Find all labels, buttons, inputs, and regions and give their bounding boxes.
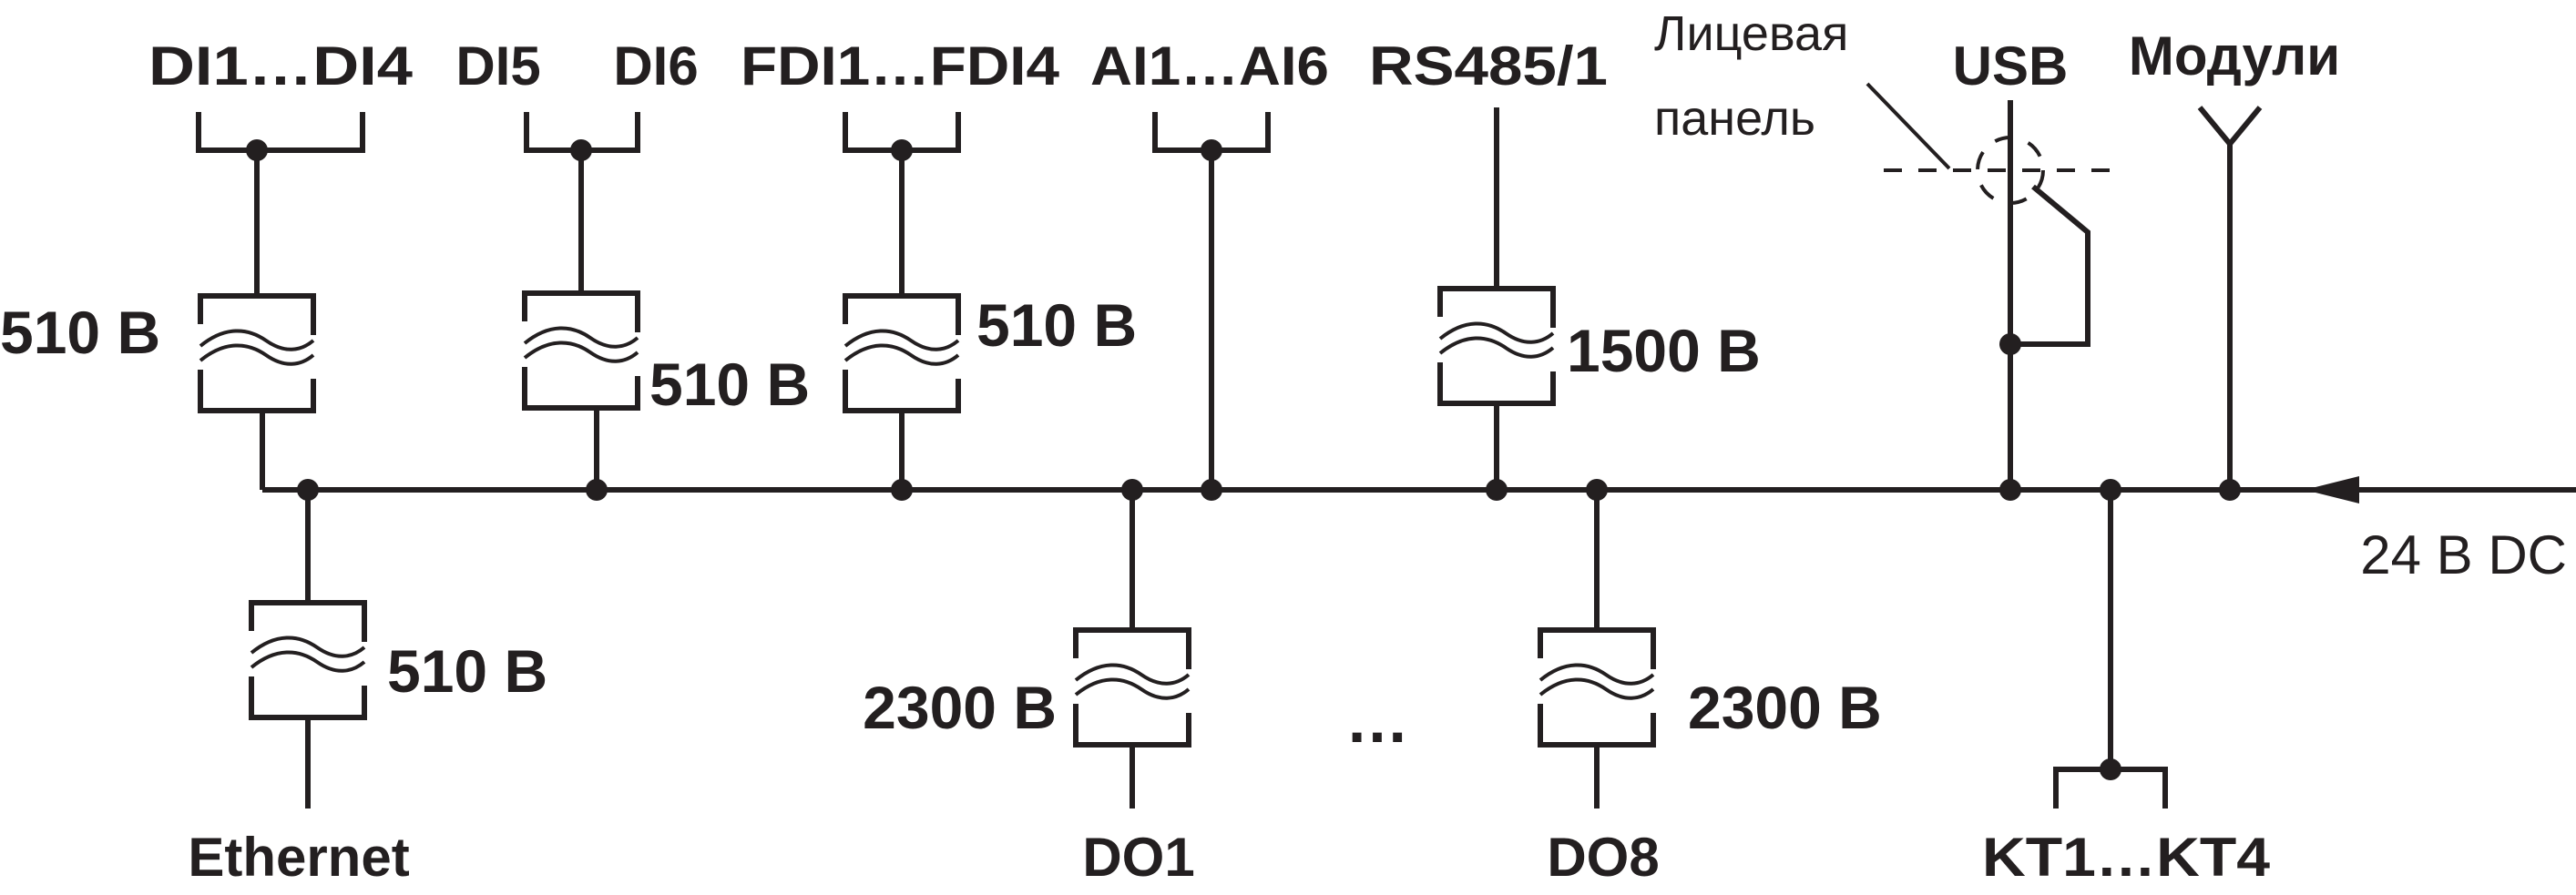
ai-branch xyxy=(1152,112,1271,490)
isolation-barrier xyxy=(1538,627,1656,748)
voltage-do1: 2300 В xyxy=(863,674,1057,741)
kt-branch xyxy=(2053,490,2168,809)
power-input-arrow xyxy=(2305,476,2359,503)
do8-branch xyxy=(1538,490,1656,809)
label-di5: DI5 xyxy=(455,36,540,97)
label-di6: DI6 xyxy=(613,36,698,97)
label-do1: DO1 xyxy=(1082,827,1194,888)
label-front-panel-line1: Лицевая xyxy=(1654,6,1848,61)
label-power: 24 В DC xyxy=(2360,524,2567,585)
isolation-barrier xyxy=(198,293,316,413)
label-ai: AI1…AI6 xyxy=(1090,36,1329,97)
isolation-barrier xyxy=(843,293,961,413)
fdi-branch xyxy=(843,112,961,490)
di1-di4-branch xyxy=(196,112,365,490)
di5-di6-branch xyxy=(522,112,640,490)
label-rs485: RS485/1 xyxy=(1369,36,1608,97)
voltage-di5-di6: 510 В xyxy=(649,351,810,418)
label-ellipsis: … xyxy=(1345,685,1409,756)
voltage-do8: 2300 В xyxy=(1688,674,1882,741)
voltage-ethernet: 510 В xyxy=(387,637,547,705)
label-modules: Модули xyxy=(2129,25,2340,86)
do1-branch xyxy=(1073,490,1191,809)
modules-connector xyxy=(2197,106,2263,490)
label-kt: KT1…KT4 xyxy=(1982,827,2271,888)
label-di1-di4: DI1…DI4 xyxy=(148,36,414,97)
label-ethernet: Ethernet xyxy=(188,827,409,888)
voltage-fdi: 510 В xyxy=(976,291,1137,359)
isolation-barrier xyxy=(522,290,640,411)
voltage-di1-di4: 510 В xyxy=(0,299,160,366)
isolation-barrier xyxy=(249,600,367,720)
voltage-rs485: 1500 В xyxy=(1567,317,1761,384)
ethernet-branch xyxy=(249,490,367,809)
label-usb: USB xyxy=(1953,36,2069,97)
label-front-panel-line2: панель xyxy=(1654,91,1815,146)
label-do8: DO8 xyxy=(1547,827,1659,888)
isolation-barrier xyxy=(1073,627,1191,748)
isolation-barrier xyxy=(1437,286,1556,406)
label-fdi: FDI1…FDI4 xyxy=(741,36,1060,97)
rs485-branch xyxy=(1437,107,1556,490)
bus-junctions xyxy=(297,479,2241,501)
front-panel-usb xyxy=(1866,82,2122,490)
